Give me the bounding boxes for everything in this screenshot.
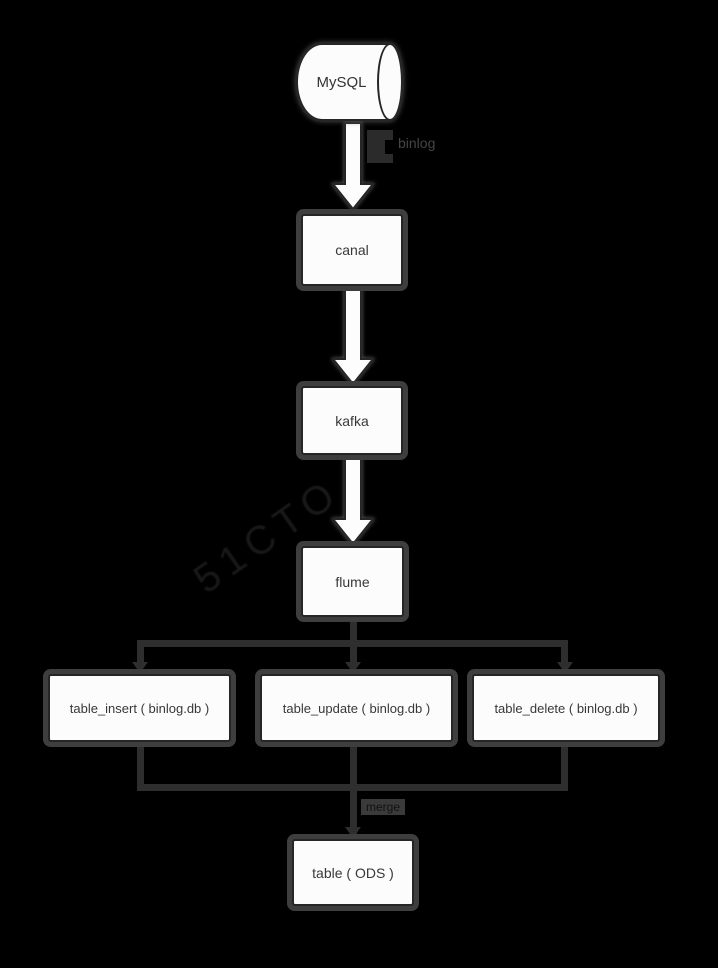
connector-arrowhead-right <box>557 662 573 673</box>
node-canal: canal <box>301 214 403 286</box>
connector-drop-right <box>561 640 568 664</box>
edge-label-binlog: binlog <box>398 135 436 151</box>
node-flume-label: flume <box>335 573 370 590</box>
block-arrow-kafka-flume <box>331 456 375 545</box>
node-table-delete: table_delete ( binlog.db ) <box>472 674 660 742</box>
node-table-insert: table_insert ( binlog.db ) <box>48 674 231 742</box>
connector-up-left <box>137 741 144 791</box>
binlog-file-icon <box>367 130 396 163</box>
node-table-delete-label: table_delete ( binlog.db ) <box>494 700 638 716</box>
connector-arrowhead-left <box>132 662 148 673</box>
block-arrow-canal-kafka <box>331 288 375 385</box>
node-table-ods: table ( ODS ) <box>292 839 414 906</box>
node-table-insert-label: table_insert ( binlog.db ) <box>69 700 210 716</box>
node-table-update-label: table_update ( binlog.db ) <box>282 700 431 716</box>
node-mysql: MySQL <box>296 43 403 121</box>
connector-up-right <box>561 741 568 791</box>
node-table-ods-label: table ( ODS ) <box>312 864 394 881</box>
cylinder-body <box>296 43 390 121</box>
edge-label-merge: merge <box>361 799 406 815</box>
cylinder-cap <box>377 43 403 121</box>
connector-flume-out <box>350 616 357 645</box>
connector-drop-mid <box>350 640 357 664</box>
block-arrow-mysql-canal <box>331 122 375 210</box>
connector-branch-bottom <box>137 784 568 791</box>
node-canal-label: canal <box>335 242 369 258</box>
node-kafka-label: kafka <box>335 412 369 429</box>
connector-drop-left <box>137 640 144 664</box>
connector-arrowhead-ods <box>345 827 361 838</box>
binlog-icon-notch <box>385 140 396 154</box>
node-mysql-label: MySQL <box>316 73 367 91</box>
node-kafka: kafka <box>301 386 403 455</box>
connector-arrowhead-mid <box>345 662 361 673</box>
node-flume: flume <box>301 546 404 617</box>
node-table-update: table_update ( binlog.db ) <box>260 674 453 742</box>
